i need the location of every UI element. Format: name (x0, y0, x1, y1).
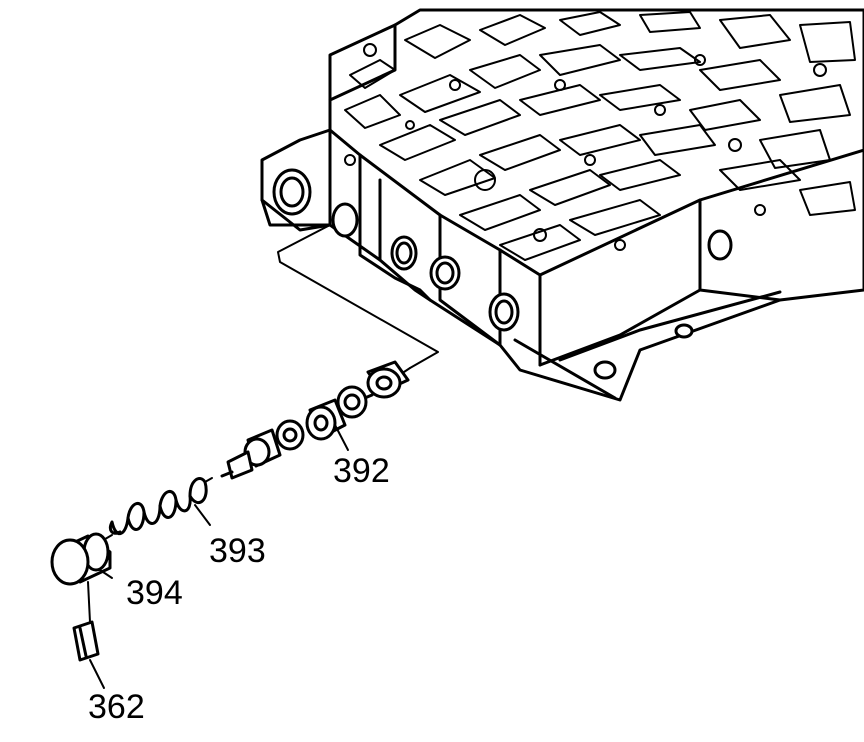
valve-body (260, 8, 864, 402)
label-362: 362 (88, 688, 145, 726)
label-393: 393 (209, 532, 266, 570)
alignment-lines (277, 224, 439, 369)
bore-plug-394 (50, 532, 113, 623)
retainer-362 (72, 620, 105, 689)
spring-393 (99, 477, 213, 543)
label-392: 392 (333, 452, 390, 490)
label-394: 394 (126, 574, 183, 612)
valve-392 (220, 360, 411, 480)
